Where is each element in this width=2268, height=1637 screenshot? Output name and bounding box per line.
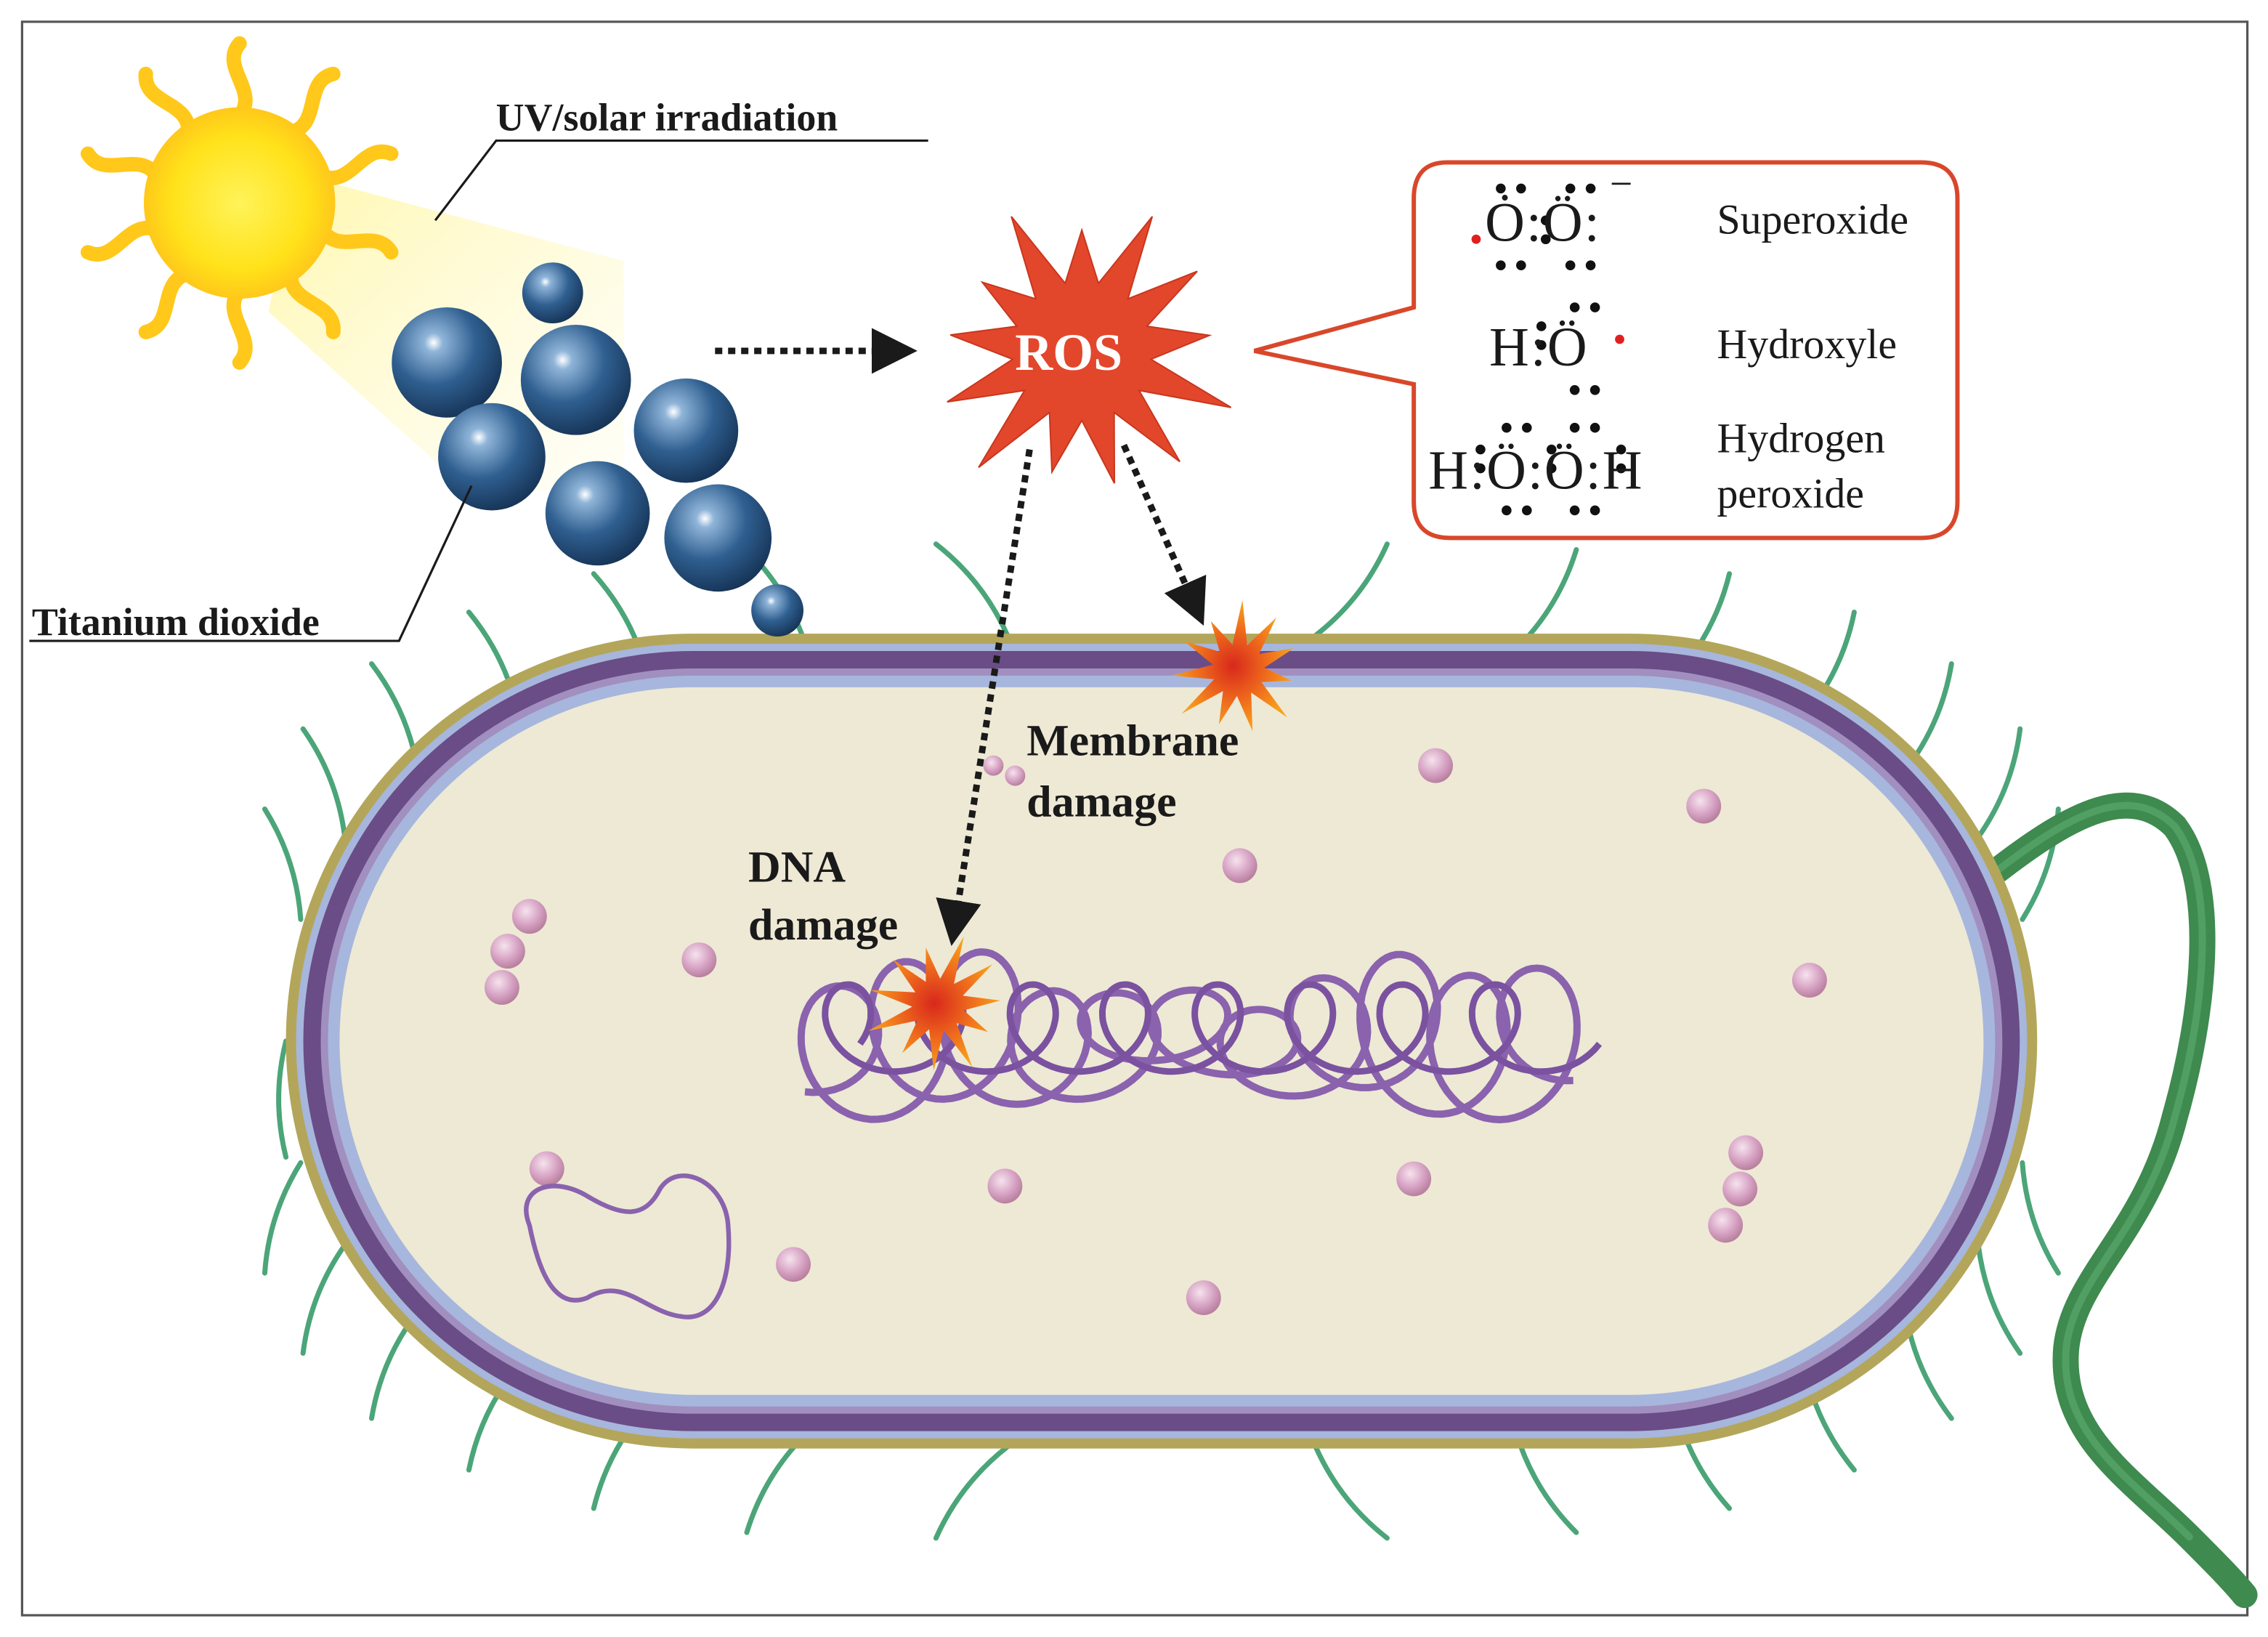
pilus xyxy=(300,1242,348,1356)
pilus xyxy=(1975,1242,2023,1356)
electron-dot xyxy=(1585,183,1596,194)
electron-dot xyxy=(1589,505,1600,516)
electron-dot xyxy=(1540,234,1551,245)
granule xyxy=(1722,1171,1758,1207)
electron-dot xyxy=(1475,463,1486,474)
electron-dot xyxy=(1522,422,1532,433)
pilus xyxy=(300,726,348,840)
cytoplasm xyxy=(339,687,1984,1395)
granule xyxy=(1708,1208,1743,1243)
flagellum-highlight xyxy=(1994,801,2206,1541)
electron-dot xyxy=(1536,340,1547,350)
sun-disc xyxy=(144,107,336,299)
pilus xyxy=(1313,541,1390,638)
tio2-particle xyxy=(664,484,772,592)
granule xyxy=(1186,1280,1221,1315)
tio2-particle xyxy=(392,307,502,418)
granule xyxy=(484,970,519,1005)
hydroxyl-radical-dot xyxy=(1615,334,1624,344)
uv-leader-line xyxy=(434,139,928,222)
pilus xyxy=(933,1444,1011,1541)
arrow-ros-to-dna xyxy=(936,448,1033,947)
electron-dot xyxy=(1516,260,1526,270)
granules xyxy=(484,748,1827,1315)
electron-dot xyxy=(1516,183,1526,194)
electron-dots xyxy=(1475,183,1627,516)
granule xyxy=(511,899,547,934)
pilus xyxy=(1975,726,2023,840)
electron-dot xyxy=(1536,321,1547,331)
electron-dot xyxy=(1475,444,1486,455)
electron-dot xyxy=(1546,463,1557,474)
electron-dot xyxy=(1565,183,1576,194)
titanium-dioxide-particles xyxy=(392,262,804,637)
electron-dot xyxy=(1565,260,1576,270)
superoxide-radical-dot xyxy=(1471,234,1481,244)
pilus xyxy=(1313,1444,1390,1541)
pilus xyxy=(276,1038,289,1160)
electron-dot xyxy=(1502,505,1512,516)
electron-dot xyxy=(1569,302,1580,312)
membrane-damage-burst xyxy=(1172,599,1294,732)
electron-dot xyxy=(1540,215,1551,226)
electron-dot xyxy=(1496,260,1506,270)
tio2-particle xyxy=(751,584,804,637)
tio2-particle xyxy=(520,325,631,435)
granule xyxy=(1005,765,1026,786)
electron-dot xyxy=(1569,422,1580,433)
dna-strand xyxy=(797,948,1581,1123)
granule xyxy=(1418,748,1454,783)
electron-dot xyxy=(1589,302,1600,312)
tio2-leader-line xyxy=(29,485,473,642)
granule xyxy=(529,1151,564,1187)
pilus xyxy=(2020,1160,2061,1276)
electron-dot xyxy=(1569,505,1580,516)
electron-dot xyxy=(1546,444,1557,455)
ros-species-callout xyxy=(1253,160,1960,541)
bacterium xyxy=(285,634,2038,1449)
granule xyxy=(1396,1161,1432,1197)
granule xyxy=(987,1168,1023,1204)
electron-dot xyxy=(1585,260,1596,270)
granule xyxy=(490,934,525,969)
tio2-particle xyxy=(522,262,583,324)
granule xyxy=(1791,963,1827,998)
ros-burst xyxy=(947,216,1232,484)
electron-dot xyxy=(1502,422,1512,433)
granule xyxy=(983,755,1004,776)
pilus xyxy=(262,807,304,922)
arrow-ros-to-membrane xyxy=(1120,443,1207,626)
granule xyxy=(1728,1135,1764,1171)
electron-dot xyxy=(1589,422,1600,433)
dna-damage-burst xyxy=(868,936,1001,1071)
granule xyxy=(1686,788,1722,824)
tio2-particle xyxy=(545,461,650,566)
electron-dot xyxy=(1616,444,1627,455)
electron-dot xyxy=(1522,505,1532,516)
sun-icon xyxy=(80,36,399,370)
pilus xyxy=(262,1160,304,1276)
tio2-particle xyxy=(438,403,546,511)
electron-dot xyxy=(1496,183,1506,194)
electron-dot xyxy=(1589,385,1600,395)
granule xyxy=(1222,848,1257,884)
granule xyxy=(776,1247,811,1282)
electron-dot xyxy=(1616,463,1627,474)
tio2-particle xyxy=(633,378,739,483)
granule xyxy=(681,942,717,978)
electron-dot xyxy=(1569,385,1580,395)
plasmid xyxy=(524,1173,732,1319)
